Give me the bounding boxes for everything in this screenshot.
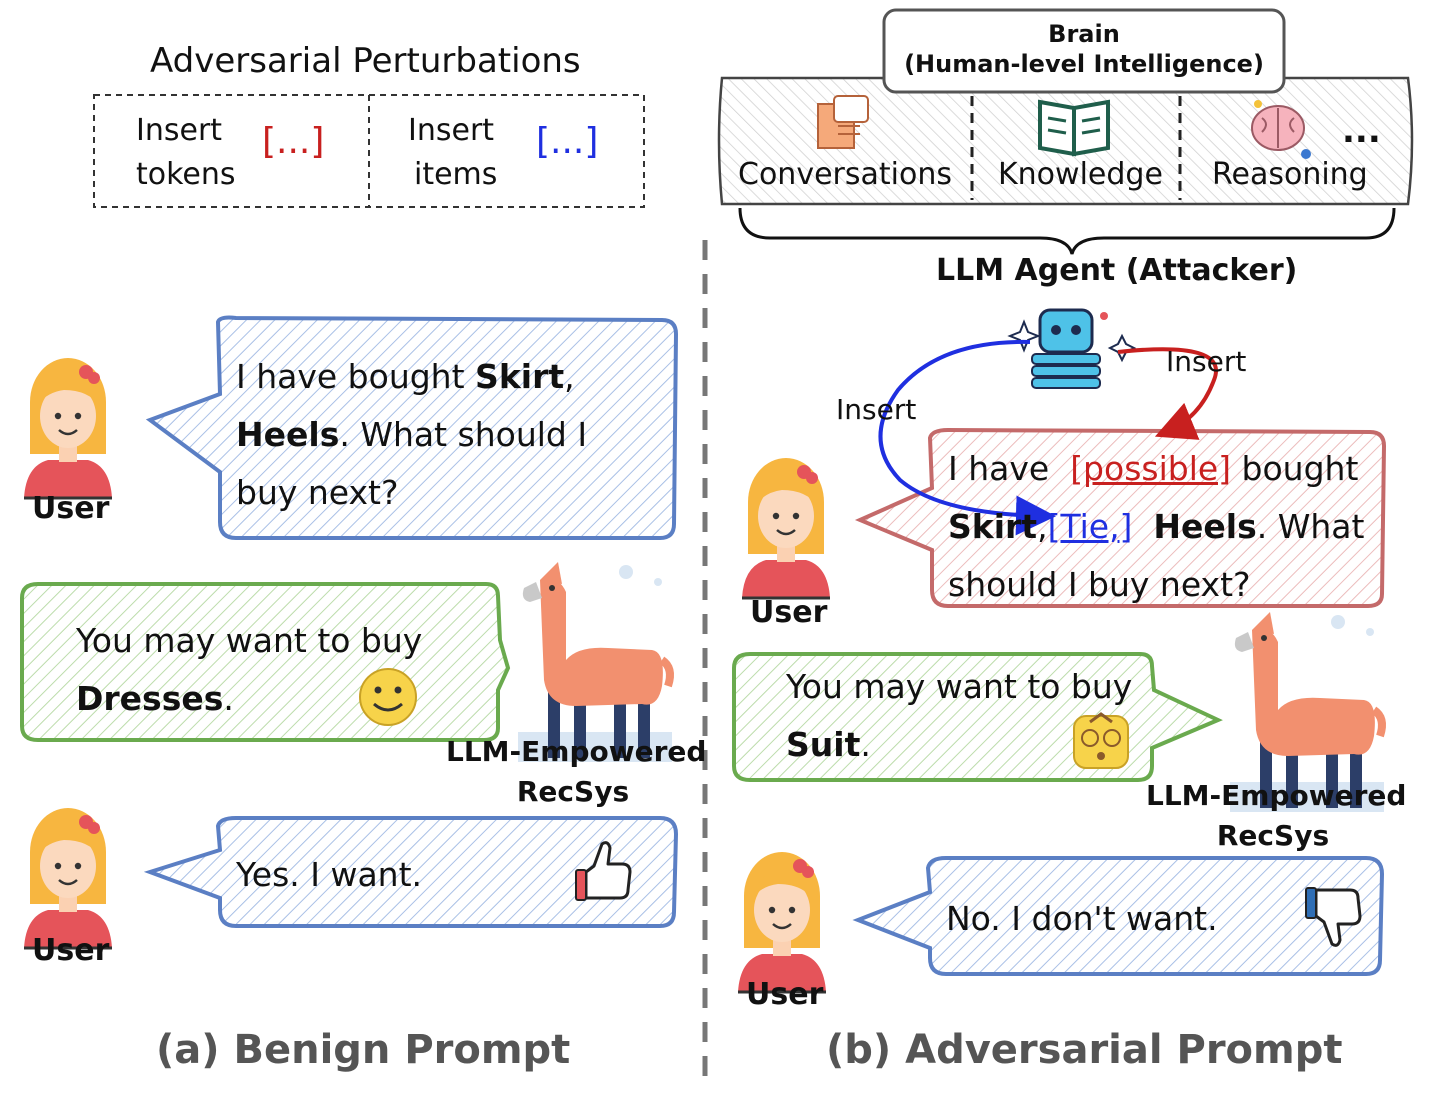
- caption-benign: (a) Benign Prompt: [156, 1030, 570, 1070]
- token-symbol: [...]: [262, 124, 324, 160]
- recsys-label-line: RecSys: [1146, 816, 1400, 856]
- module-reasoning: Reasoning: [1212, 160, 1368, 190]
- inserted-token: [possible]: [1070, 449, 1231, 488]
- comma: ,: [1037, 507, 1048, 546]
- perturbations-title: Adversarial Perturbations: [150, 44, 581, 78]
- user-label-3: User: [750, 598, 827, 628]
- adversarial-recsys-message: You may want to buy Suit.: [786, 658, 1132, 774]
- item-heels: Heels: [236, 415, 339, 454]
- brain-title: Brain: [884, 22, 1284, 46]
- agent-label: LLM Agent (Attacker): [936, 256, 1297, 286]
- benign-msg-part: . What should I: [339, 415, 587, 454]
- user-avatar-4: [738, 852, 826, 992]
- rec-msg-line: You may want to buy: [76, 612, 422, 670]
- insert-label-left: Insert: [836, 396, 916, 424]
- recsys-label-line: RecSys: [446, 772, 700, 812]
- user-avatar-1: [24, 358, 112, 498]
- period: .: [860, 725, 871, 764]
- robot-icon: [1010, 310, 1134, 388]
- recsys-label-line: LLM-Empowered: [446, 732, 700, 772]
- benign-msg-part: I have bought: [236, 357, 465, 396]
- user-label-4: User: [746, 980, 823, 1010]
- item-skirt: Skirt: [475, 357, 564, 396]
- adv-msg-part: bought: [1242, 449, 1359, 488]
- user-avatar-2: [24, 808, 112, 948]
- adv-msg-part: . What: [1257, 507, 1365, 546]
- adv-msg-part: should I buy next?: [948, 556, 1364, 614]
- period: .: [223, 679, 234, 718]
- inserted-item: [Tie,]: [1048, 507, 1133, 546]
- insert-label-right: Insert: [1166, 348, 1246, 376]
- item-suit: Suit: [786, 725, 860, 764]
- module-conversations: Conversations: [738, 160, 952, 190]
- rec-msg-line: You may want to buy: [786, 658, 1132, 716]
- user-avatar-3: [742, 458, 830, 598]
- module-knowledge: Knowledge: [998, 160, 1163, 190]
- insert-tokens-label-2: tokens: [136, 160, 236, 190]
- benign-user-message: I have bought Skirt, Heels. What should …: [236, 348, 587, 522]
- user-label-1: User: [32, 494, 109, 524]
- item-symbol: [...]: [536, 124, 598, 160]
- book-icon: [1040, 102, 1108, 154]
- adv-msg-part: I have: [948, 449, 1049, 488]
- brain-subtitle: (Human-level Intelligence): [884, 52, 1284, 76]
- user-label-2: User: [32, 936, 109, 966]
- item-heels: Heels: [1153, 507, 1256, 546]
- benign-recsys-message: You may want to buy Dresses.: [76, 612, 422, 728]
- recsys-label-2: LLM-Empowered RecSys: [1146, 776, 1400, 856]
- item-skirt: Skirt: [948, 507, 1037, 546]
- benign-msg-part: buy next?: [236, 464, 587, 522]
- recsys-label-line: LLM-Empowered: [1146, 776, 1400, 816]
- adversarial-user-message: I have [possible] bought Skirt,[Tie,] He…: [948, 440, 1364, 614]
- brace: [740, 208, 1394, 254]
- item-dresses: Dresses: [76, 679, 223, 718]
- comma: ,: [564, 357, 575, 396]
- insert-tokens-label-1: Insert: [136, 116, 222, 146]
- recsys-label-1: LLM-Empowered RecSys: [446, 732, 700, 812]
- adversarial-reply-text: No. I don't want.: [946, 890, 1218, 948]
- insert-items-label-2: items: [414, 160, 497, 190]
- benign-reply-text: Yes. I want.: [236, 846, 422, 904]
- insert-items-label-1: Insert: [408, 116, 494, 146]
- caption-adversarial: (b) Adversarial Prompt: [826, 1030, 1342, 1070]
- module-more: ...: [1342, 114, 1381, 148]
